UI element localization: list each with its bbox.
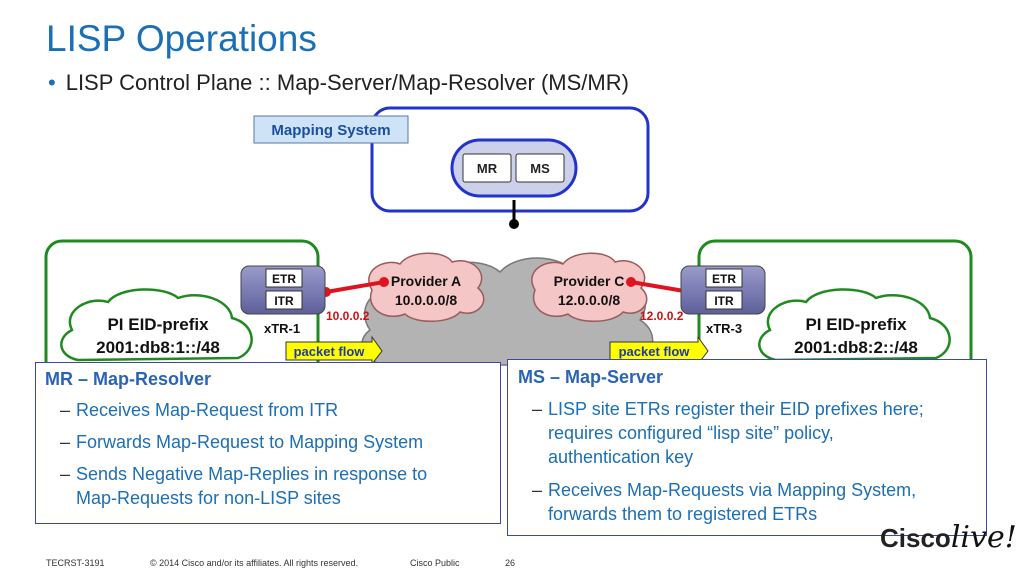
xtr3-itr[interactable] xyxy=(705,290,743,310)
mapping-system-tag xyxy=(253,115,409,144)
dash-icon: – xyxy=(532,480,543,500)
xtr3-itr-label: ITR xyxy=(714,294,734,308)
xtr1-router[interactable] xyxy=(240,265,326,315)
provider-a-cloud xyxy=(368,252,485,322)
dash-icon: – xyxy=(532,399,543,419)
left-eid-cloud xyxy=(60,288,253,362)
dash-icon: – xyxy=(60,432,71,452)
footer-session-code: TECRST-3191 xyxy=(46,558,105,568)
ms-info-box: MS – Map-Server –LISP site ETRs register… xyxy=(507,359,987,536)
xtr3-ip: 12.0.0.2 xyxy=(640,309,684,323)
left-eid-prefix: 2001:db8:1::/48 xyxy=(96,338,220,357)
xtr3-etr-label: ETR xyxy=(712,272,736,286)
xtr3-router[interactable] xyxy=(680,265,766,315)
provider-a-name: Provider A xyxy=(391,273,461,289)
link-end-provider-a xyxy=(379,277,389,287)
xtr1-etr[interactable] xyxy=(265,268,303,288)
mr-label: MR xyxy=(477,161,498,176)
packet-flow-arrow-left xyxy=(285,335,383,366)
footer-classification: Cisco Public xyxy=(410,558,460,568)
subtitle-text: LISP Control Plane :: Map-Server/Map-Res… xyxy=(65,70,629,95)
dash-icon: – xyxy=(60,400,71,420)
mr-node[interactable] xyxy=(462,153,512,183)
ms-item-2: –Receives Map-Requests via Mapping Syste… xyxy=(532,480,917,524)
bullet-icon: • xyxy=(48,70,56,95)
packet-flow-left-label: packet flow xyxy=(294,344,366,359)
packet-flow-right-label: packet flow xyxy=(619,344,691,359)
mapping-system-label: Mapping System xyxy=(271,122,390,139)
provider-c-name: Provider C xyxy=(554,273,625,289)
logo-brand: Cisco xyxy=(880,523,951,553)
mr-item-2: –Forwards Map-Request to Mapping System xyxy=(60,432,424,452)
mr-item-1: –Receives Map-Request from ITR xyxy=(60,400,339,420)
link-xtr1-provider-a xyxy=(325,280,385,294)
link-xtr3-provider-c xyxy=(630,280,691,294)
provider-a-network: 10.0.0.0/8 xyxy=(395,292,457,308)
provider-c-network: 12.0.0.0/8 xyxy=(558,292,620,308)
provider-c-cloud xyxy=(531,252,648,322)
ms-label: MS xyxy=(530,161,550,176)
mr-list: –Receives Map-Request from ITR –Forwards… xyxy=(36,398,500,510)
mapping-connector-dot xyxy=(509,219,519,229)
xtr1-ip: 10.0.0.2 xyxy=(326,309,370,323)
xtr1-itr[interactable] xyxy=(265,290,303,310)
xtr1-etr-label: ETR xyxy=(272,272,296,286)
cisco-live-logo: Ciscolive! xyxy=(880,520,1017,555)
page-subtitle: • LISP Control Plane :: Map-Server/Map-Re… xyxy=(48,70,629,96)
ms-list: –LISP site ETRs register their EID prefi… xyxy=(508,397,986,526)
ms-item-1: –LISP site ETRs register their EID prefi… xyxy=(532,399,924,467)
page-title: LISP Operations xyxy=(46,18,317,59)
xtr1-itr-label: ITR xyxy=(274,294,294,308)
right-eid-prefix: 2001:db8:2::/48 xyxy=(794,338,918,357)
mr-heading: MR – Map-Resolver xyxy=(45,369,212,389)
footer-page-number: 26 xyxy=(505,558,516,568)
ms-heading: MS – Map-Server xyxy=(518,367,664,387)
right-eid-title: PI EID-prefix xyxy=(805,315,907,334)
mr-info-box: MR – Map-Resolver –Receives Map-Request … xyxy=(35,362,501,524)
link-end-provider-c xyxy=(626,277,636,287)
ms-node[interactable] xyxy=(515,153,565,183)
xtr1-name: xTR-1 xyxy=(264,321,300,336)
left-eid-title: PI EID-prefix xyxy=(107,315,209,334)
dash-icon: – xyxy=(60,464,71,484)
mr-item-3: –Sends Negative Map-Replies in response … xyxy=(60,464,428,508)
logo-live: live! xyxy=(950,520,1017,555)
xtr3-etr[interactable] xyxy=(705,268,743,288)
footer-copyright: © 2014 Cisco and/or its affiliates. All … xyxy=(150,558,359,568)
xtr3-name: xTR-3 xyxy=(706,321,742,336)
